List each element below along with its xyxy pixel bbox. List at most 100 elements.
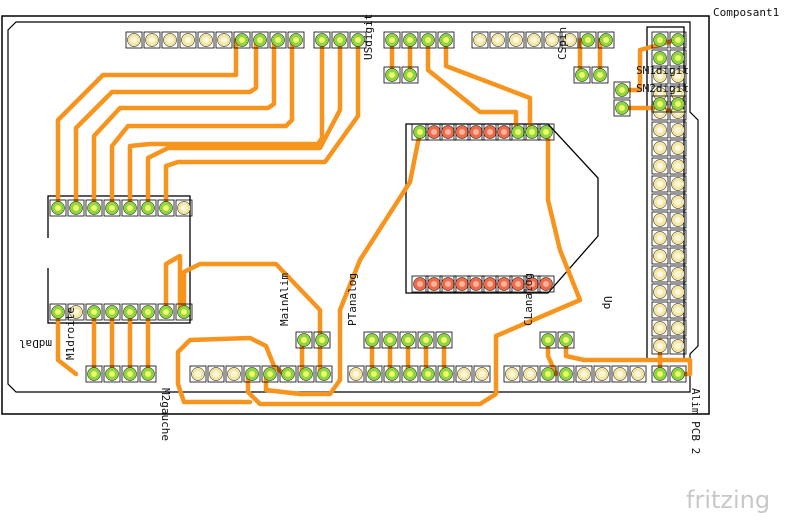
pad [49, 199, 67, 217]
pad [539, 331, 557, 349]
pad [243, 365, 261, 383]
pad [557, 365, 575, 383]
pad [67, 303, 85, 321]
pad [651, 49, 669, 67]
pad [669, 31, 687, 49]
pad [401, 66, 419, 84]
pad [651, 247, 669, 265]
traces [55, 37, 693, 407]
pad [669, 229, 687, 247]
pad [49, 303, 67, 321]
pad [157, 199, 175, 217]
pad [651, 85, 669, 103]
pad [669, 211, 687, 229]
pad [651, 175, 669, 193]
pad [669, 365, 687, 383]
pad [651, 139, 669, 157]
pad [207, 365, 225, 383]
pad [509, 275, 527, 293]
pad [489, 31, 507, 49]
pad [189, 365, 207, 383]
silkscreen-labels: Composant1 USdigit CSpin SM1digit SM2dig… [19, 6, 779, 454]
pad [669, 121, 687, 139]
pad [139, 303, 157, 321]
pad [313, 331, 331, 349]
pad [121, 365, 139, 383]
pad [401, 365, 419, 383]
pad [437, 365, 455, 383]
pad [651, 365, 669, 383]
pad [557, 331, 575, 349]
pad [503, 365, 521, 383]
pad [629, 365, 647, 383]
trace [55, 37, 239, 211]
pad [651, 193, 669, 211]
pad [315, 365, 333, 383]
pad [143, 31, 161, 49]
pad [591, 66, 609, 84]
pad [455, 365, 473, 383]
pad [279, 365, 297, 383]
board-outline [1, 15, 710, 415]
pad [539, 365, 557, 383]
pad [103, 199, 121, 217]
pad [471, 31, 489, 49]
pad [269, 31, 287, 49]
pad [613, 99, 631, 117]
pad [521, 365, 539, 383]
pad [669, 265, 687, 283]
pad [419, 365, 437, 383]
pad [651, 211, 669, 229]
pad [233, 31, 251, 49]
pad [295, 331, 313, 349]
label-sm2digit: SM2digit [636, 82, 689, 95]
pad [669, 283, 687, 301]
pad [139, 199, 157, 217]
pad [261, 365, 279, 383]
label-clanalog: CLanalog [522, 273, 535, 326]
pad [411, 275, 429, 293]
pad [161, 31, 179, 49]
pad [509, 123, 527, 141]
pad [537, 275, 555, 293]
pad [287, 31, 305, 49]
pad [383, 365, 401, 383]
pad [579, 31, 597, 49]
pad [669, 175, 687, 193]
pad [453, 275, 471, 293]
pad [439, 275, 457, 293]
label-composant: Composant1 [713, 6, 779, 19]
pad [467, 275, 485, 293]
pad [525, 31, 543, 49]
pad [669, 139, 687, 157]
pad [103, 303, 121, 321]
pad [215, 31, 233, 49]
pad [297, 365, 315, 383]
pad [651, 301, 669, 319]
pad [669, 49, 687, 67]
pad [669, 85, 687, 103]
pad [383, 66, 401, 84]
pad [523, 123, 541, 141]
pad [543, 31, 561, 49]
pad [537, 123, 555, 141]
pad [425, 275, 443, 293]
pad [125, 31, 143, 49]
pad [495, 275, 513, 293]
label-alim-pcb: Alim PCB 2 [689, 388, 702, 454]
pad [651, 31, 669, 49]
pad [157, 303, 175, 321]
pad [669, 301, 687, 319]
pad [365, 365, 383, 383]
arduino-outline [7, 21, 699, 393]
pad [383, 31, 401, 49]
label-planalog: PTanalog [346, 273, 359, 326]
pad [573, 66, 591, 84]
pad [103, 365, 121, 383]
pad [473, 365, 491, 383]
pad [507, 31, 525, 49]
pad [669, 67, 687, 85]
pad [67, 199, 85, 217]
pad [121, 303, 139, 321]
